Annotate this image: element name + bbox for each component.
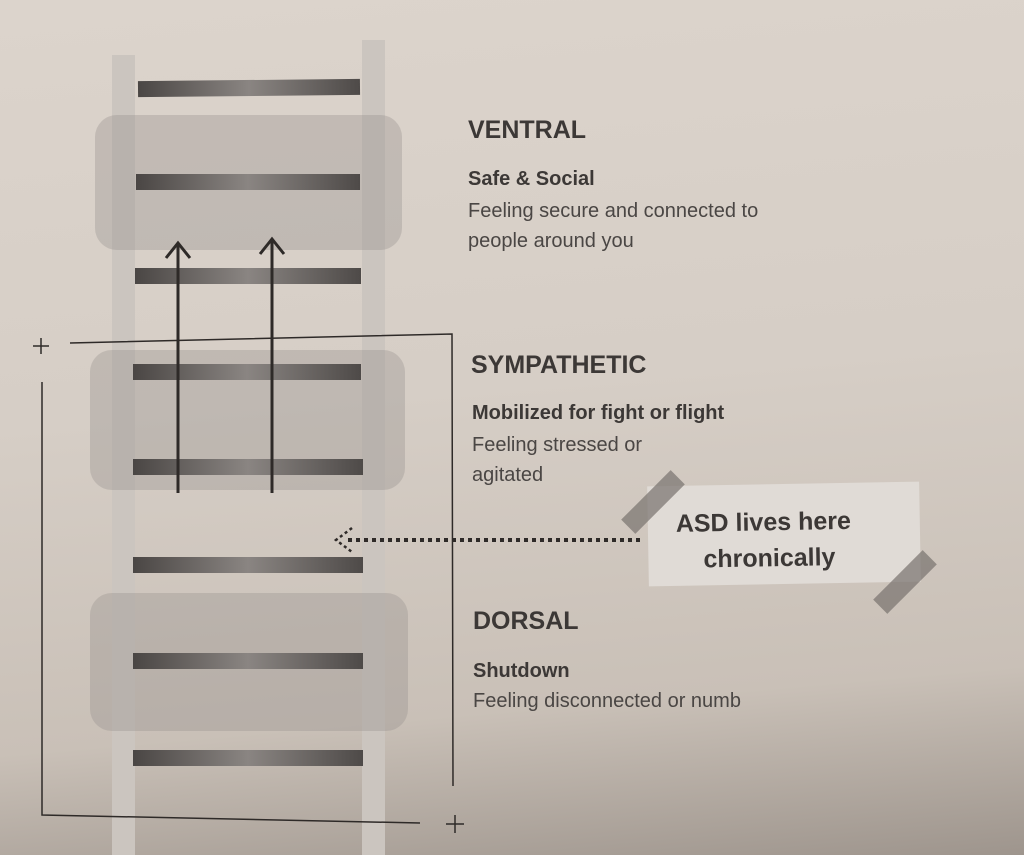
dorsal-subtitle: Shutdown: [473, 660, 570, 682]
up-arrow-icon: [164, 240, 192, 493]
ladder-rung: [136, 174, 360, 190]
ladder-rung: [133, 557, 363, 573]
ladder-rung: [135, 268, 361, 284]
ladder-right-rail: [362, 40, 385, 855]
ladder-rung: [133, 364, 361, 380]
ladder-rung: [133, 750, 363, 766]
note-line-1: ASD lives here: [675, 506, 852, 538]
sympathetic-description: Feeling stressed or agitated: [472, 434, 643, 486]
bracket-lines: [41, 333, 454, 824]
sympathetic-subtitle: Mobilized for fight or flight: [472, 402, 725, 424]
ladder-left-rail: [112, 55, 135, 855]
note-line-2: chronically: [703, 543, 836, 574]
sticky-note: ASD lives here chronically: [647, 481, 921, 587]
crosshair-icon: [33, 338, 464, 833]
ventral-title: VENTRAL: [468, 116, 587, 144]
ventral-subtitle: Safe & Social: [468, 168, 595, 190]
ladder-rung: [133, 459, 363, 475]
up-arrow-icon: [258, 236, 286, 493]
dotted-arrow-icon: [333, 527, 640, 553]
ventral-description: Feeling secure and connected to people a…: [468, 200, 759, 252]
ladder-rung: [133, 653, 363, 669]
dorsal-title: DORSAL: [473, 607, 579, 635]
sympathetic-title: SYMPATHETIC: [471, 351, 647, 379]
dorsal-description: Feeling disconnected or numb: [473, 690, 741, 712]
